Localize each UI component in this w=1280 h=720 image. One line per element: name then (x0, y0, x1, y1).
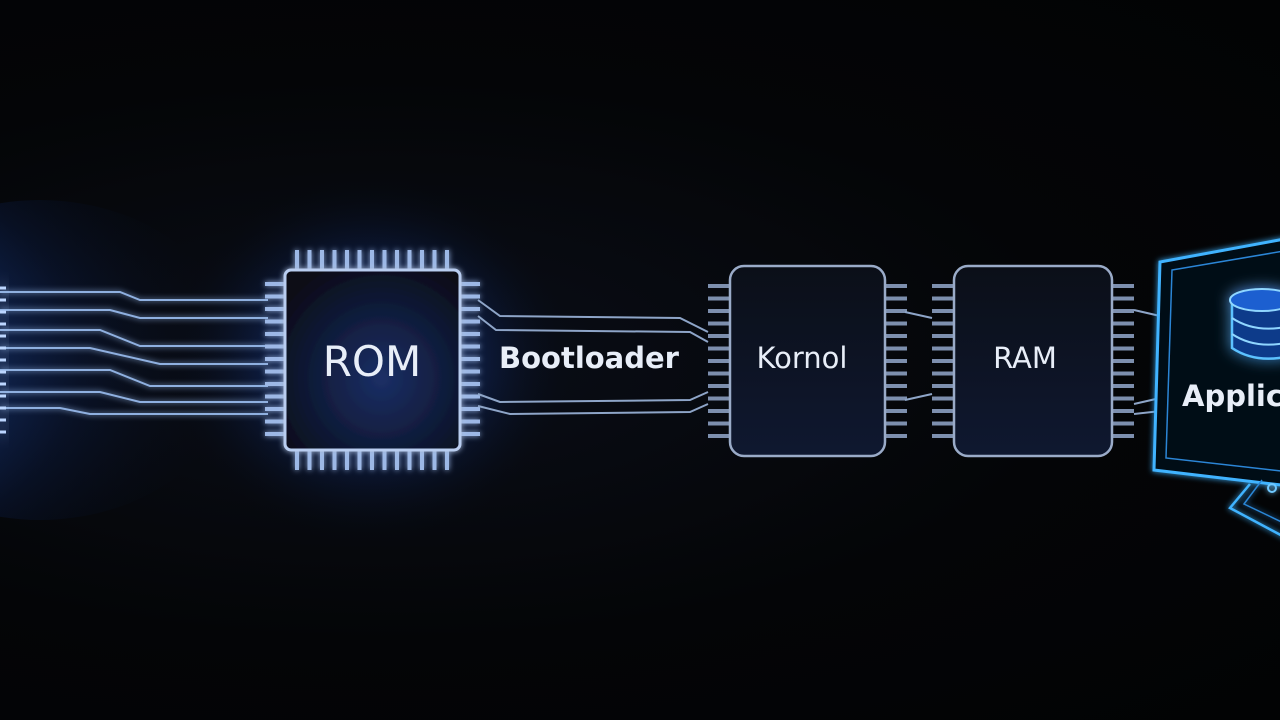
input-traces (0, 291, 268, 415)
ram-chip: RAM (932, 264, 1134, 458)
database-icon (1229, 288, 1280, 360)
kernel-label: Kornol (757, 341, 848, 375)
kernel-chip-body (728, 264, 887, 458)
ram-label: RAM (993, 341, 1057, 375)
monitor-stand-joint (1267, 483, 1277, 493)
kernel-ram-connectors (904, 311, 933, 401)
left-edge-pins (0, 286, 6, 434)
rom-kernel-traces (477, 299, 709, 416)
ram-chip-body (952, 264, 1114, 458)
application-label: Applic (1182, 379, 1280, 413)
rom-chip-body (283, 268, 462, 452)
rom-label: ROM (323, 337, 421, 386)
kernel-chip: Kornol (708, 264, 907, 458)
bootloader-label: Bootloader (499, 341, 680, 375)
rom-chip: ROM (265, 250, 480, 470)
